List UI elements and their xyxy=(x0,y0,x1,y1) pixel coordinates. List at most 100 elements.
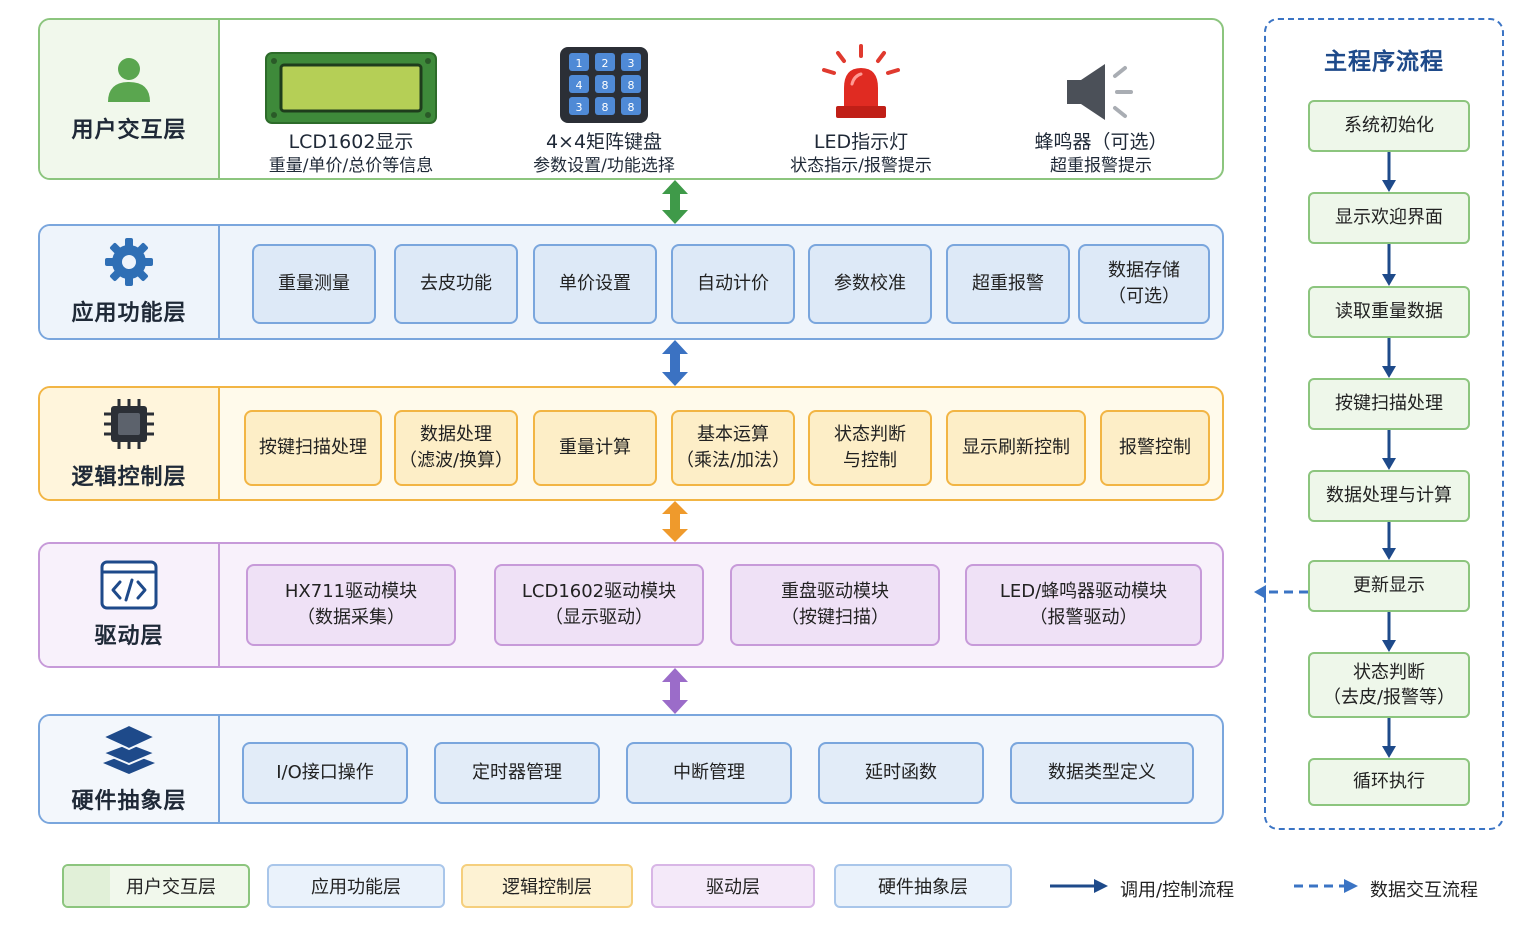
led-indicator-item: LED指示灯 状态指示/报警提示 xyxy=(746,20,976,178)
keypad-key xyxy=(621,75,641,93)
flow-title: 主程序流程 xyxy=(1324,49,1444,75)
app-function-box: 重量测量 xyxy=(252,244,376,324)
flow-arrow-head xyxy=(1382,274,1396,286)
app-function-box-label: 去皮功能 xyxy=(420,272,492,294)
hal-function-box-label: 延时函数 xyxy=(865,761,937,783)
main-program-flow-panel: 主程序流程 系统初始化显示欢迎界面读取重量数据按键扫描处理数据处理与计算更新显示… xyxy=(1264,18,1504,830)
logic-control-box-sublabel: （滤波/换算） xyxy=(398,450,514,471)
logic-control-box: 数据处理 （滤波/换算） xyxy=(394,410,518,486)
keypad-key-label: 8 xyxy=(602,101,609,114)
driver-module-box-sublabel: （显示驱动） xyxy=(545,607,653,628)
hal-layer-title: 硬件抽象层 xyxy=(71,789,187,814)
legend-user-label: 用户交互层 xyxy=(126,877,216,898)
app-function-box-label: 超重报警 xyxy=(972,272,1044,294)
driver-module-box-label: LED/蜂鸣器驱动模块 xyxy=(999,580,1168,602)
flow-step-label: 数据处理与计算 xyxy=(1326,485,1452,507)
app-function-box: 参数校准 xyxy=(808,244,932,324)
logic-control-box-sublabel: （乘法/加法） xyxy=(675,450,791,471)
legend-logic-label: 逻辑控制层 xyxy=(502,877,592,898)
flow-step-label: 按键扫描处理 xyxy=(1335,393,1443,415)
legend-user-layer: 用户交互层 xyxy=(62,864,250,908)
keypad-sublabel: 参数设置/功能选择 xyxy=(533,155,675,176)
hal-function-box: 数据类型定义 xyxy=(1010,742,1194,804)
logic-control-box-label: 基本运算 xyxy=(697,423,769,445)
lcd-sublabel: 重量/单价/总价等信息 xyxy=(268,155,434,176)
flow-step: 系统初始化 xyxy=(1308,100,1470,152)
app-function-box-label: 重量测量 xyxy=(278,272,350,294)
flow-step: 显示欢迎界面 xyxy=(1308,192,1470,244)
lcd-display-item: LCD1602显示 重量/单价/总价等信息 xyxy=(236,20,466,178)
keypad-key-label: 4 xyxy=(576,79,583,92)
alarm-light-icon xyxy=(822,44,900,118)
keypad-key-label: 1 xyxy=(576,57,583,70)
flow-arrow-head xyxy=(1382,180,1396,192)
hardware-abstraction-layer: 硬件抽象层 I/O接口操作 定时器管理 中断管理 延时函数 数据类型定义 xyxy=(38,714,1224,824)
buzzer-label: 蜂鸣器（可选） xyxy=(1034,131,1168,153)
hal-function-box-label: 定时器管理 xyxy=(472,761,562,783)
flow-arrow-head xyxy=(1382,746,1396,758)
hal-layer-header: 硬件抽象层 xyxy=(40,716,220,822)
app-layer-header: 应用功能层 xyxy=(40,226,220,338)
user-icon xyxy=(108,58,150,102)
logic-layer-title: 逻辑控制层 xyxy=(71,464,187,490)
flow-arrows xyxy=(1382,152,1396,758)
logic-control-box-sublabel: 与控制 xyxy=(843,450,897,471)
hal-function-box-label: 中断管理 xyxy=(673,761,745,783)
app-function-box: 自动计价 xyxy=(671,244,795,324)
flow-step-label: 状态判断 xyxy=(1353,661,1425,683)
logic-control-layer: 逻辑控制层 按键扫描处理 数据处理 （滤波/换算） 重量计算 基本运算 （乘法/加法） 状态… xyxy=(38,386,1224,501)
data-exchange-arrow xyxy=(1254,585,1308,599)
hal-function-box-label: 数据类型定义 xyxy=(1048,761,1156,783)
flow-step-label: 循环执行 xyxy=(1353,771,1425,793)
driver-layer-header: 驱动层 xyxy=(40,544,220,666)
legend-dashed-arrow-icon xyxy=(1294,879,1358,893)
chip-icon xyxy=(104,398,154,449)
legend-hal-label: 硬件抽象层 xyxy=(878,877,968,898)
logic-control-box-label: 报警控制 xyxy=(1119,436,1191,458)
flow-step: 按键扫描处理 xyxy=(1308,378,1470,430)
keypad-key-label: 3 xyxy=(628,57,635,70)
led-sublabel: 状态指示/报警提示 xyxy=(790,155,932,176)
keypad-key-label: 8 xyxy=(628,101,635,114)
logic-control-box: 状态判断与控制 xyxy=(808,410,932,486)
keypad-key xyxy=(595,75,615,93)
driver-module-box: LCD1602驱动模块（显示驱动） xyxy=(494,564,704,646)
flow-step-label: 更新显示 xyxy=(1353,575,1425,597)
flow-arrow-head xyxy=(1382,548,1396,560)
driver-module-box-sublabel: （数据采集） xyxy=(297,607,405,628)
app-function-box-sublabel: （可选） xyxy=(1108,286,1180,307)
keypad-key xyxy=(569,53,589,71)
lcd-label: LCD1602显示 xyxy=(288,131,414,153)
hal-function-box: 中断管理 xyxy=(626,742,792,804)
legend-app-label: 应用功能层 xyxy=(311,877,401,898)
user-layer-header: 用户交互层 xyxy=(40,20,220,178)
logic-control-box-label: 显示刷新控制 xyxy=(962,436,1070,458)
logic-control-box: 显示刷新控制 xyxy=(946,410,1086,486)
legend-driver-label: 驱动层 xyxy=(706,877,760,898)
logic-control-box: 基本运算 （乘法/加法） xyxy=(671,410,795,486)
led-label: LED指示灯 xyxy=(813,131,909,153)
speaker-icon xyxy=(1067,64,1133,120)
driver-layer-title: 驱动层 xyxy=(94,624,164,649)
logic-control-box-label: 数据处理 xyxy=(420,423,492,445)
flow-step: 状态判断 （去皮/报警等） xyxy=(1308,652,1470,718)
legend-hal-layer: 硬件抽象层 xyxy=(834,864,1012,908)
layers-icon xyxy=(101,723,157,774)
hal-function-box: 定时器管理 xyxy=(434,742,600,804)
keypad-key-label: 3 xyxy=(576,101,583,114)
logic-control-box: 重量计算 xyxy=(533,410,657,486)
flow-step-label: 读取重量数据 xyxy=(1335,301,1443,323)
driver-layer: 驱动层 HX711驱动模块（数据采集）LCD1602驱动模块（显示驱动）重盘驱动… xyxy=(38,542,1224,668)
lcd-icon xyxy=(265,52,437,124)
driver-hal-double-arrow xyxy=(662,668,688,714)
hal-function-box: 延时函数 xyxy=(818,742,984,804)
logic-control-box: 按键扫描处理 xyxy=(244,410,382,486)
hal-function-box-label: I/O接口操作 xyxy=(276,761,374,783)
flow-step-sublabel: （去皮/报警等） xyxy=(1322,687,1456,708)
keypad-key xyxy=(621,53,641,71)
logic-control-box-label: 重量计算 xyxy=(559,436,631,458)
app-function-box-label: 数据存储 xyxy=(1108,259,1180,281)
keypad-label: 4×4矩阵键盘 xyxy=(545,131,663,153)
code-icon xyxy=(100,560,158,610)
